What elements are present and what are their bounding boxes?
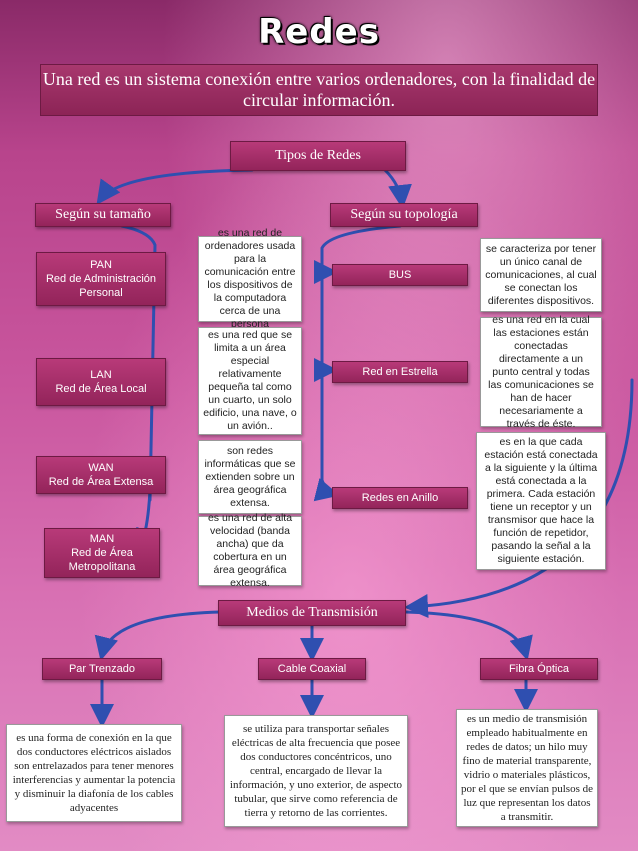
man-desc: es una red de alta velocidad (banda anch… bbox=[198, 512, 302, 589]
pan-desc: es una red de ordenadores usada para la … bbox=[198, 227, 302, 330]
cable-coaxial-box: Cable Coaxial bbox=[258, 658, 366, 680]
wan-abbr: WAN bbox=[88, 462, 114, 474]
lan-box: LAN Red de Área Local bbox=[36, 358, 166, 406]
man-box: MAN Red de Área Metropolitana bbox=[44, 528, 160, 578]
pan-abbr: PAN bbox=[90, 259, 112, 271]
par-trenzado-box: Par Trenzado bbox=[42, 658, 162, 680]
red-estrella-box: Red en Estrella bbox=[332, 361, 468, 383]
lan-abbr: LAN bbox=[90, 369, 112, 381]
wan-desc: son redes informáticas que se extienden … bbox=[198, 440, 302, 514]
page-title: Redes bbox=[258, 12, 380, 52]
tipos-de-redes-box: Tipos de Redes bbox=[230, 141, 406, 171]
segun-topologia-box: Según su topología bbox=[330, 203, 478, 227]
lan-desc: es una red que se limita a un área espec… bbox=[198, 327, 302, 435]
wan-box: WAN Red de Área Extensa bbox=[36, 456, 166, 494]
redes-anillo-box: Redes en Anillo bbox=[332, 487, 468, 509]
redes-anillo-desc: es en la que cada estación está conectad… bbox=[476, 432, 606, 570]
segun-tamano-box: Según su tamaño bbox=[35, 203, 171, 227]
wan-name: Red de Área Extensa bbox=[48, 476, 154, 488]
fibra-optica-box: Fibra Óptica bbox=[480, 658, 598, 680]
par-trenzado-desc: es una forma de conexión en la que dos c… bbox=[6, 724, 182, 822]
pan-box: PAN Red de Administración Personal bbox=[36, 252, 166, 306]
bus-desc: se caracteriza por tener un único canal … bbox=[480, 238, 602, 312]
medios-transmision-box: Medios de Transmisión bbox=[218, 600, 406, 626]
pan-name: Red de Administración Personal bbox=[45, 273, 157, 299]
cable-coaxial-desc: se utiliza para transportar señales eléc… bbox=[224, 715, 408, 827]
lan-name: Red de Área Local bbox=[55, 383, 147, 395]
red-estrella-desc: es una red en la cual las estaciones est… bbox=[480, 314, 602, 430]
man-abbr: MAN bbox=[89, 533, 115, 545]
man-name: Red de Área Metropolitana bbox=[68, 547, 136, 573]
definition-banner: Una red es un sistema conexión entre var… bbox=[40, 64, 598, 116]
bus-box: BUS bbox=[332, 264, 468, 286]
fibra-optica-desc: es un medio de transmisión empleado habi… bbox=[456, 709, 598, 827]
